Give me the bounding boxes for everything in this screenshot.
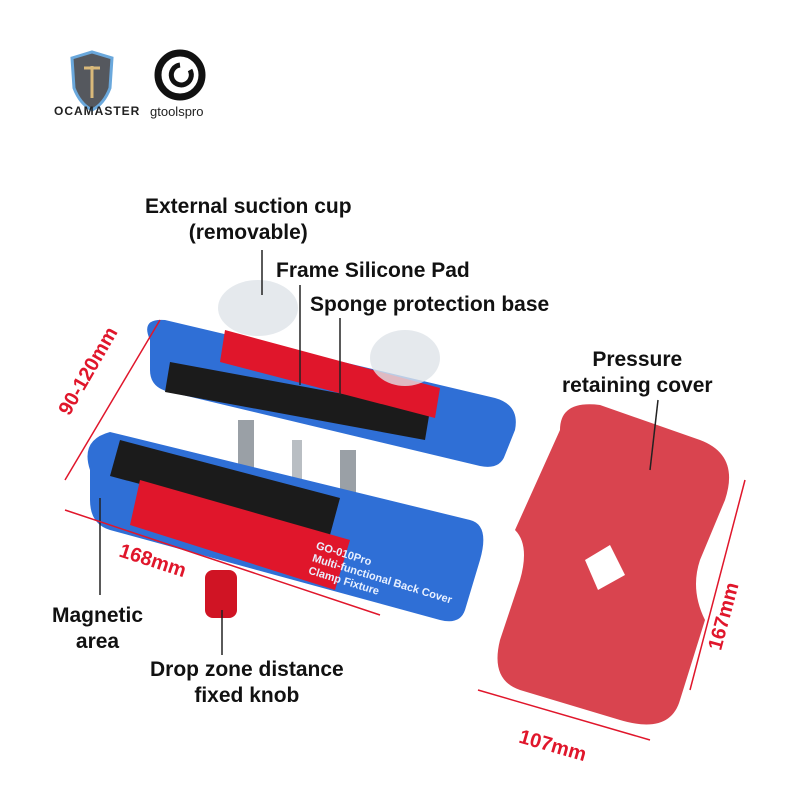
ocamaster-logo [70, 50, 114, 112]
pressure-cover-label: Pressure retaining cover [562, 348, 713, 397]
suction-cup-left [218, 280, 298, 336]
guide-rod [292, 440, 302, 510]
red-clamp-bar-lower [130, 480, 350, 590]
magnetic-label: Magnetic area [52, 604, 144, 653]
suction-cup-right [370, 330, 440, 386]
gtoolspro-logo [154, 49, 206, 101]
sponge-label: Sponge protection base [310, 293, 550, 316]
fixed-knob [205, 570, 237, 618]
suction-label: External suction cup (removable) [145, 195, 352, 244]
red-clamp-bar-upper [220, 330, 440, 418]
ocamaster-brand: OCAMASTER [54, 104, 141, 118]
knob-label: Drop zone distance fixed knob [150, 658, 344, 707]
gtoolspro-brand: gtoolspro [150, 104, 204, 119]
frame-pad-label: Frame Silicone Pad [276, 259, 470, 282]
sponge-base-lower [110, 440, 340, 535]
frame-silicone-pad [165, 362, 430, 440]
